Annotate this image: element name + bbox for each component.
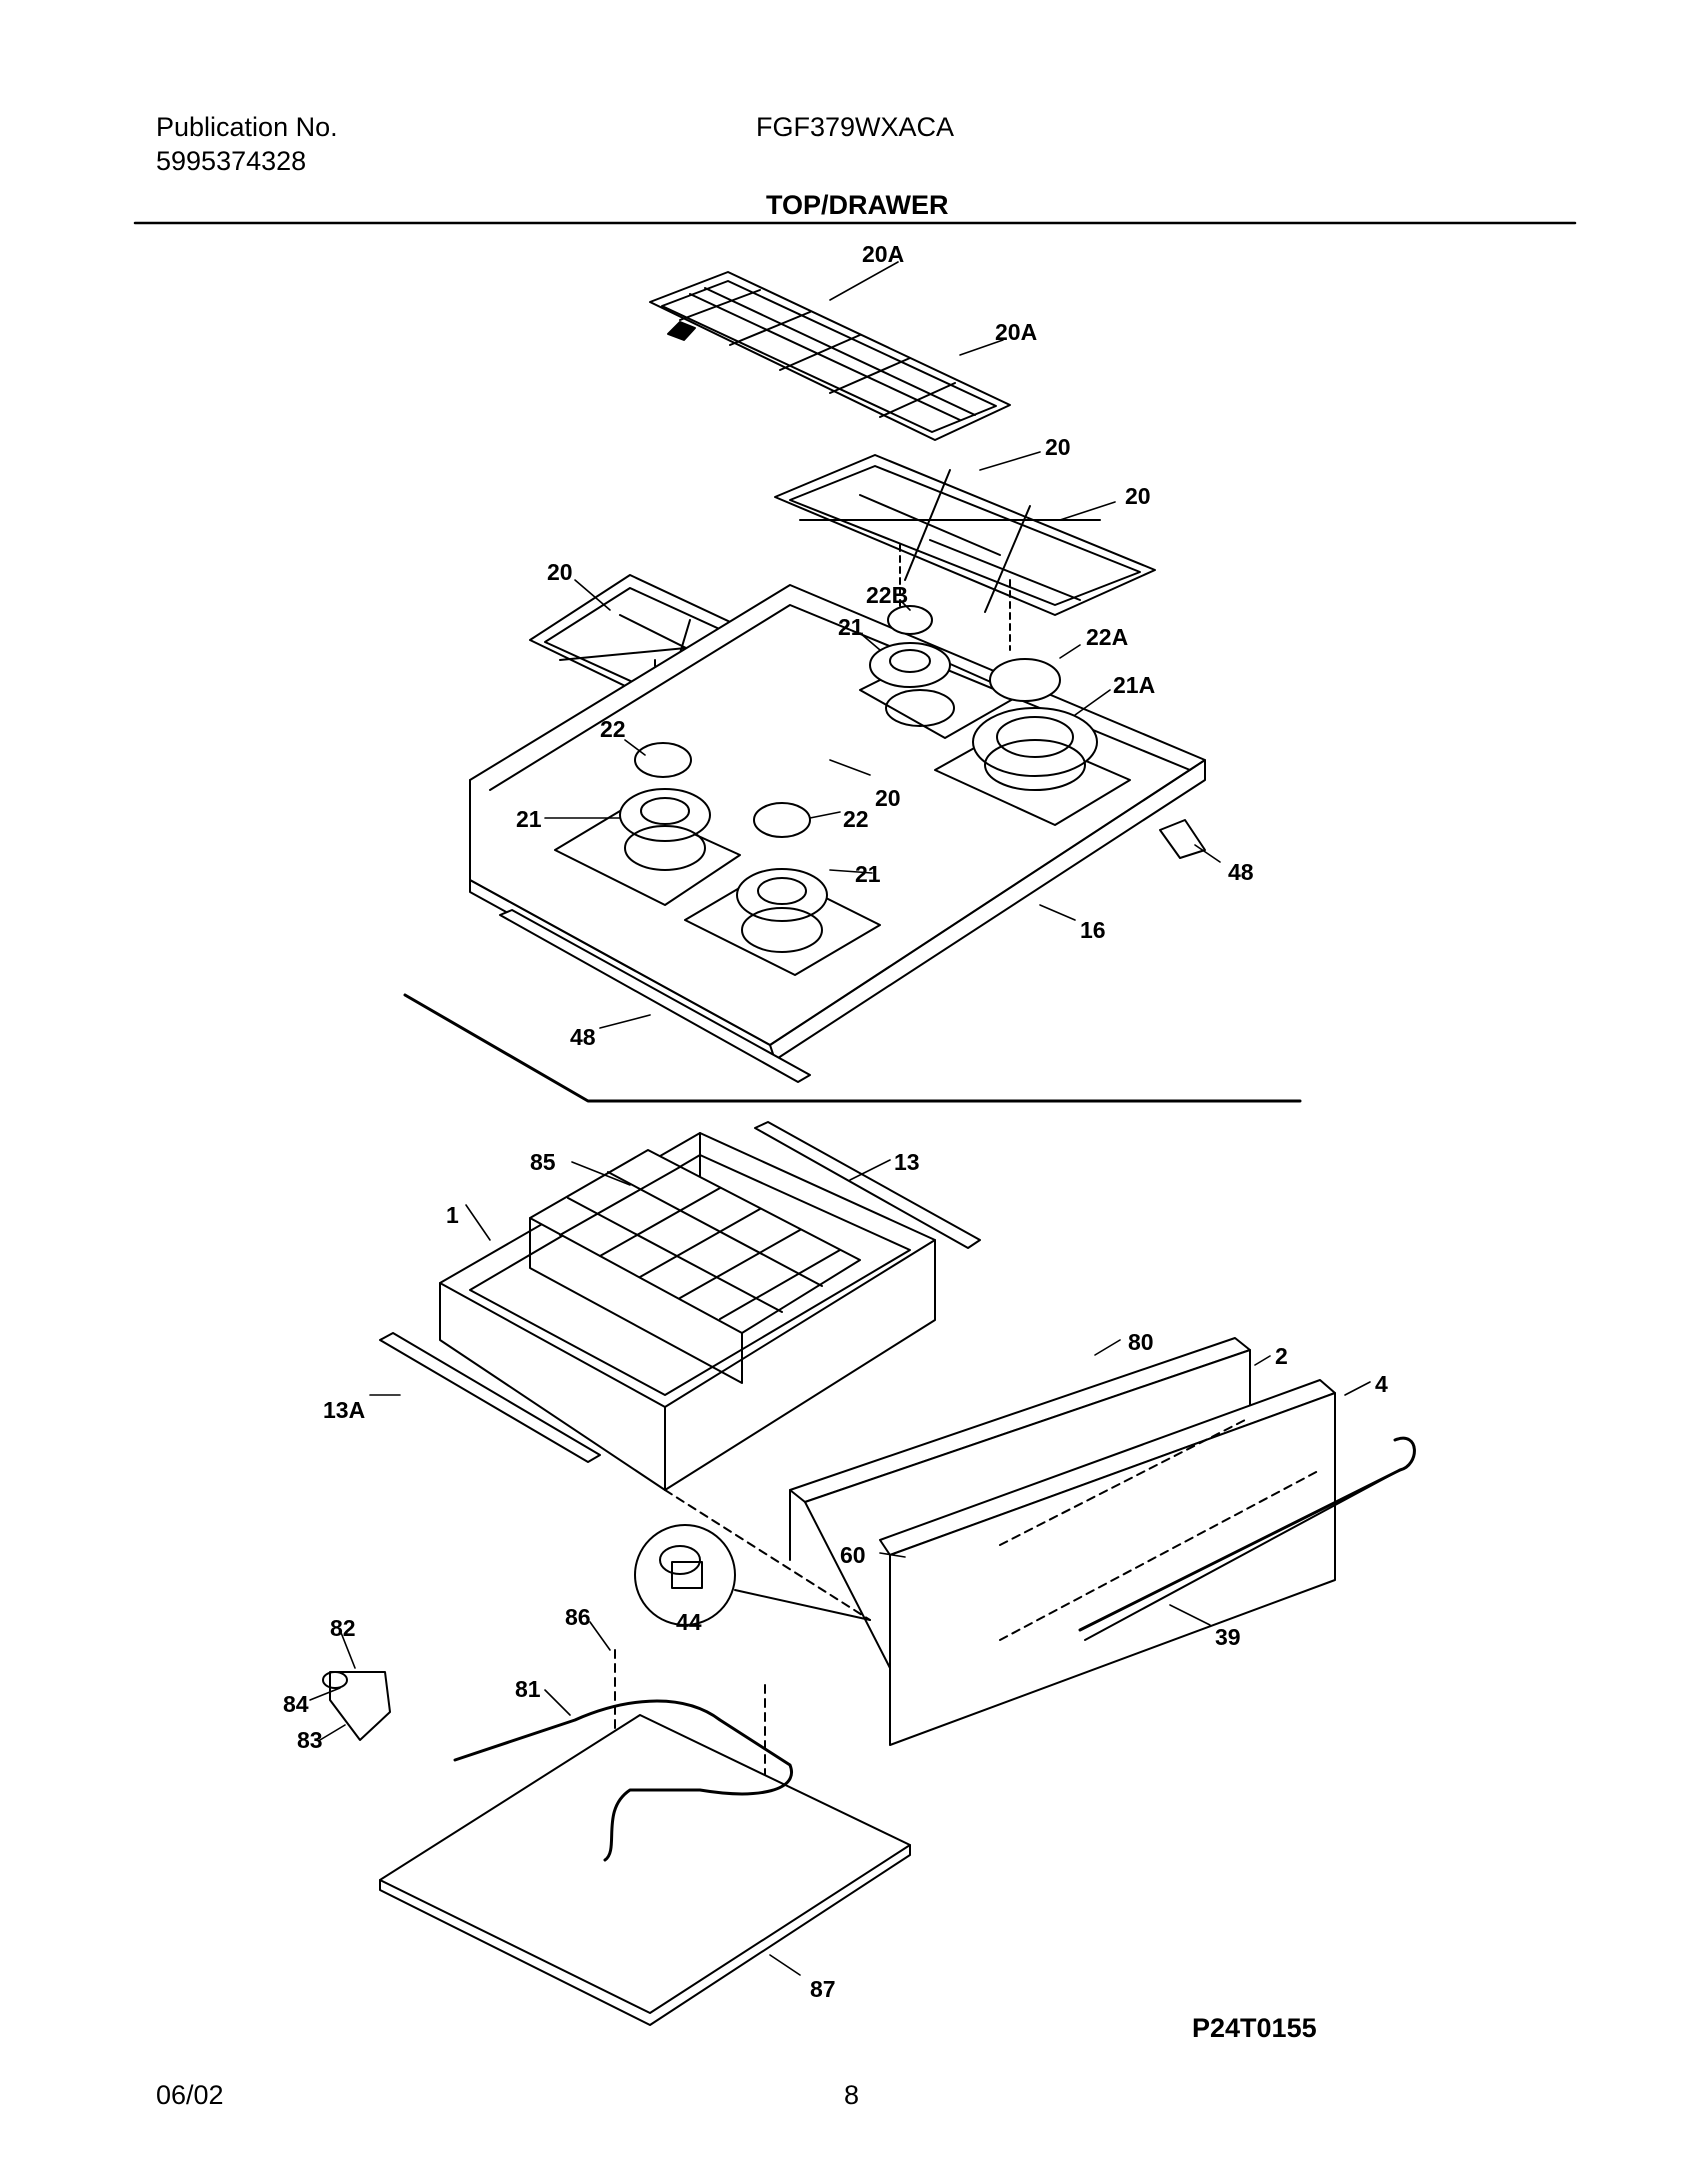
callout-21a: 21A bbox=[1113, 672, 1155, 698]
callout-87: 87 bbox=[810, 1976, 836, 2002]
trim-strip-48-right bbox=[1159, 819, 1206, 859]
callout-20: 20 bbox=[1045, 434, 1071, 460]
diagram-code: P24T0155 bbox=[1192, 2013, 1317, 2043]
burner-cap-22a bbox=[989, 658, 1061, 702]
section-divider bbox=[403, 993, 1302, 1103]
callout-21: 21 bbox=[855, 861, 881, 887]
callout-60: 60 bbox=[840, 1542, 866, 1568]
burner-cap-22-left bbox=[634, 742, 692, 778]
drawer-rack-85 bbox=[529, 1149, 861, 1384]
burner-head-21-left bbox=[619, 788, 711, 871]
section-title: TOP/DRAWER bbox=[766, 190, 949, 220]
callout-1: 1 bbox=[446, 1202, 459, 1228]
footer-date: 06/02 bbox=[156, 2080, 224, 2110]
callout-20: 20 bbox=[875, 785, 901, 811]
callout-21: 21 bbox=[838, 614, 864, 640]
callout-22: 22 bbox=[843, 806, 869, 832]
callout-22b: 22B bbox=[866, 582, 908, 608]
drawer-slide-13 bbox=[754, 1121, 981, 1249]
page-number: 8 bbox=[844, 2080, 860, 2110]
callout-48: 48 bbox=[1228, 859, 1254, 885]
callout-86: 86 bbox=[565, 1604, 591, 1630]
callout-20a: 20A bbox=[995, 319, 1037, 345]
top-grate-20a bbox=[649, 271, 1011, 441]
burner-head-21-back bbox=[869, 642, 955, 727]
callout-13: 13 bbox=[894, 1149, 920, 1175]
callout-22a: 22A bbox=[1086, 624, 1128, 650]
callout-4: 4 bbox=[1375, 1371, 1388, 1397]
callout-84: 84 bbox=[283, 1691, 309, 1717]
right-burner-grate bbox=[774, 454, 1156, 651]
leveler-44-inset bbox=[634, 1524, 871, 1626]
callout-80: 80 bbox=[1128, 1329, 1154, 1355]
callout-83: 83 bbox=[297, 1727, 323, 1753]
drawer-slide-13a bbox=[379, 1332, 601, 1463]
callout-81: 81 bbox=[515, 1676, 541, 1702]
callout-22: 22 bbox=[600, 716, 626, 742]
drawer-handle-39 bbox=[1078, 1436, 1416, 1641]
callout-20a: 20A bbox=[862, 241, 904, 267]
callout-39: 39 bbox=[1215, 1624, 1241, 1650]
callout-13a: 13A bbox=[323, 1397, 365, 1423]
trim-strip-48-front bbox=[499, 909, 811, 1083]
callout-82: 82 bbox=[330, 1615, 356, 1641]
leader-lines bbox=[309, 261, 1371, 1976]
callout-20: 20 bbox=[1125, 483, 1151, 509]
callout-2: 2 bbox=[1275, 1343, 1288, 1369]
burner-cap-22b bbox=[887, 605, 933, 635]
heating-element-81 bbox=[453, 1699, 793, 1862]
callout-48: 48 bbox=[570, 1024, 596, 1050]
callout-85: 85 bbox=[530, 1149, 556, 1175]
bracket-82-84-83 bbox=[322, 1671, 391, 1741]
model-number: FGF379WXACA bbox=[756, 112, 955, 142]
callout-16: 16 bbox=[1080, 917, 1106, 943]
burner-head-21-front bbox=[736, 868, 828, 953]
publication-label: Publication No. bbox=[156, 112, 338, 142]
drawer-front-2 bbox=[879, 1379, 1336, 1746]
publication-number: 5995374328 bbox=[156, 146, 307, 176]
callout-21: 21 bbox=[516, 806, 542, 832]
burner-head-21a bbox=[972, 707, 1098, 791]
callout-20: 20 bbox=[547, 559, 573, 585]
callout-44: 44 bbox=[676, 1609, 702, 1635]
burner-cap-22-right bbox=[753, 802, 811, 838]
